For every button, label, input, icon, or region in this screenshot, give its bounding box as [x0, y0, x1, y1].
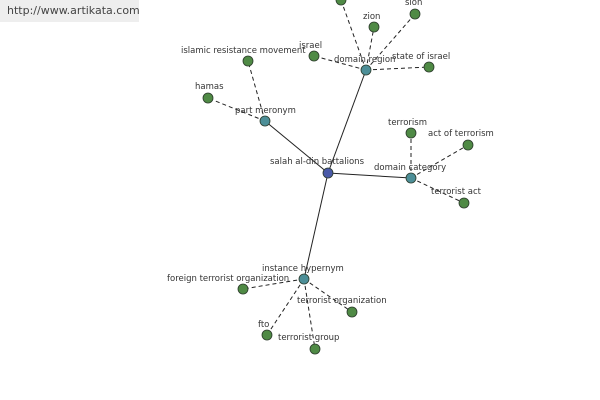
edge-domain-region-to-state-of-israel [365, 66, 430, 71]
label-domain-category: domain category [374, 163, 446, 173]
graph-edges [207, 0, 469, 350]
node-foreign-terrorist-organization[interactable] [237, 283, 249, 295]
graph-nodes [202, 0, 474, 355]
node-terrorist-organization[interactable] [346, 306, 358, 318]
label-domain-region: domain region [334, 55, 395, 65]
node-terrorist-act[interactable] [458, 197, 470, 209]
edge-domain-category-to-terrorist-act [410, 177, 465, 204]
label-israel: israel [299, 41, 322, 51]
edge-instance-hypernym-to-foreign-terrorist-organization [242, 278, 305, 290]
label-fto: fto [258, 320, 269, 330]
node-terrorist-group[interactable] [309, 343, 321, 355]
label-terrorism: terrorism [388, 118, 427, 128]
label-state-of-israel: state of israel [392, 52, 450, 62]
node-sion[interactable] [409, 8, 421, 20]
edge-domain-region-to-unlabeled-top [340, 0, 367, 71]
node-fto[interactable] [261, 329, 273, 341]
node-center[interactable] [322, 167, 334, 179]
label-foreign-terrorist-organization: foreign terrorist organization [167, 274, 289, 284]
label-terrorist-organization: terrorist organization [297, 296, 387, 306]
edge-domain-region-to-israel [313, 55, 367, 71]
edge-center-to-instance-hypernym [303, 172, 329, 280]
node-terrorism[interactable] [405, 127, 417, 139]
label-islamic-resistance-movement: islamic resistance movement [181, 46, 306, 56]
node-domain-category[interactable] [405, 172, 417, 184]
watermark-url: http://www.artikata.com [0, 0, 140, 22]
label-hamas: hamas [195, 82, 224, 92]
edge-center-to-domain-region [327, 69, 367, 174]
edge-instance-hypernym-to-terrorist-organization [303, 278, 353, 313]
graph-labels: salah al-din battalions domain region part… [167, 0, 494, 343]
node-israel[interactable] [308, 50, 320, 62]
edge-instance-hypernym-to-fto [266, 278, 305, 336]
edge-domain-category-to-act-of-terrorism [410, 144, 469, 179]
label-instance-hypernym: instance hypernym [262, 264, 344, 274]
edge-domain-region-to-sion [365, 13, 416, 71]
label-sion: sion [405, 0, 422, 8]
edge-center-to-domain-category [327, 172, 412, 179]
label-zion: zion [363, 12, 380, 22]
node-domain-region[interactable] [360, 64, 372, 76]
node-act-of-terrorism[interactable] [462, 139, 474, 151]
node-unlabeled-top[interactable] [335, 0, 347, 6]
node-hamas[interactable] [202, 92, 214, 104]
label-part-meronym: part meronym [235, 106, 296, 116]
node-part-meronym[interactable] [259, 115, 271, 127]
edge-instance-hypernym-to-terrorist-group [303, 278, 316, 350]
edge-part-meronym-to-islamic-resistance-movement [247, 60, 266, 122]
node-instance-hypernym[interactable] [298, 273, 310, 285]
node-zion[interactable] [368, 21, 380, 33]
edge-center-to-part-meronym [264, 120, 329, 174]
edge-domain-region-to-zion [365, 26, 375, 71]
label-center: salah al-din battalions [270, 157, 365, 167]
node-state-of-israel[interactable] [423, 61, 435, 73]
label-act-of-terrorism: act of terrorism [428, 129, 494, 139]
label-terrorist-act: terrorist act [431, 187, 482, 197]
label-terrorist-group: terrorist group [278, 333, 339, 343]
node-islamic-resistance-movement[interactable] [242, 55, 254, 67]
edge-part-meronym-to-hamas [207, 97, 266, 122]
